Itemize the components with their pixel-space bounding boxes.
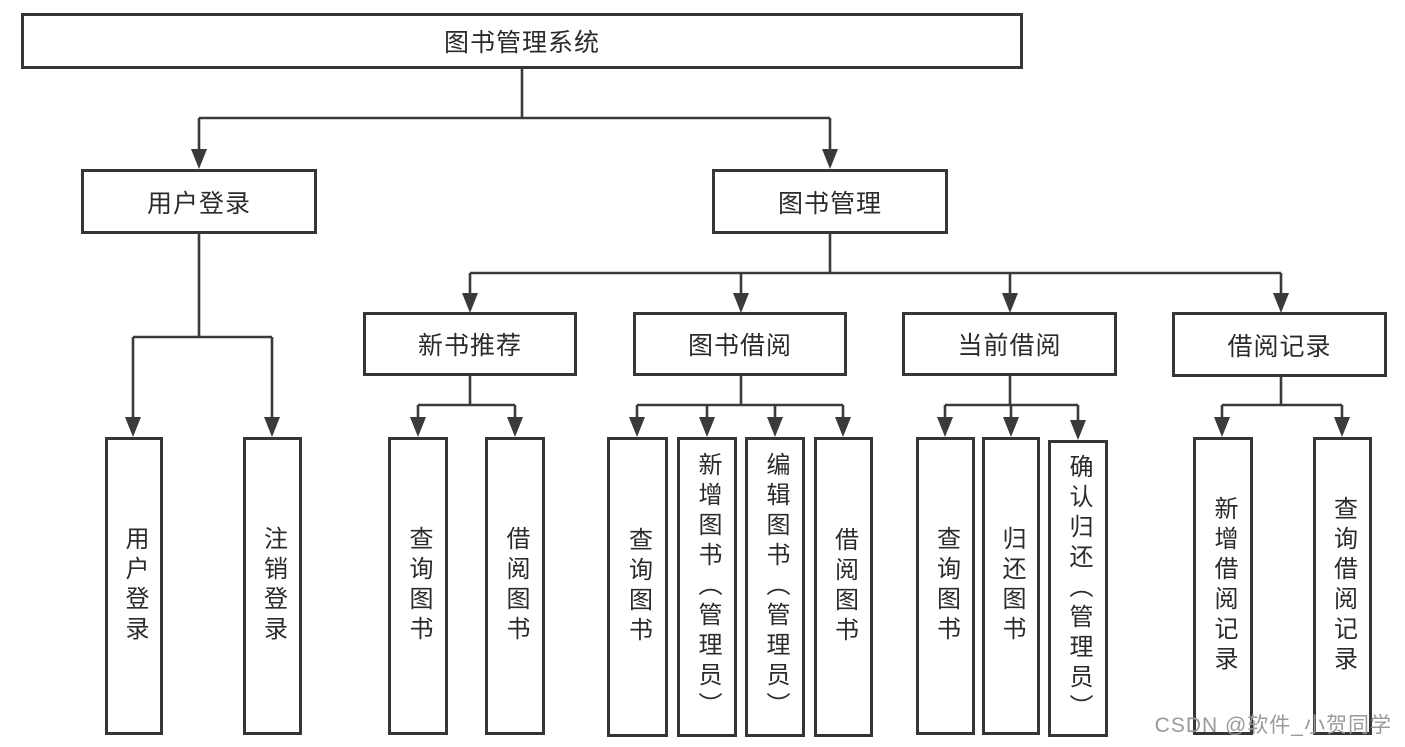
arrowhead	[1334, 417, 1350, 437]
node-leaf-borrow-edit-admin-label: 编辑图书（管理员）	[762, 452, 789, 722]
connector-root-to-level2	[197, 69, 832, 152]
node-leaf-borrow-add-admin-label: 新增图书（管理员）	[694, 452, 721, 722]
connector-user-login-to-leaves	[131, 234, 274, 420]
node-book-management: 图书管理	[712, 169, 948, 234]
node-book-borrow-label: 图书借阅	[687, 332, 792, 360]
connector-book-borrow-to-leaves	[635, 376, 845, 420]
node-borrow-records-label: 借阅记录	[1227, 332, 1332, 361]
node-leaf-user-login-label: 用户登录	[121, 526, 148, 646]
node-leaf-newbooks-query: 查询图书	[388, 437, 448, 735]
node-leaf-current-confirm-admin-label: 确认归还（管理员）	[1065, 453, 1092, 724]
node-leaf-records-add-label: 新增借阅记录	[1210, 496, 1237, 676]
arrowhead	[125, 417, 141, 437]
node-leaf-current-confirm-admin: 确认归还（管理员）	[1048, 440, 1108, 737]
node-leaf-borrow-add-admin: 新增图书（管理员）	[677, 437, 737, 737]
node-book-management-label: 图书管理	[777, 189, 882, 218]
arrowhead	[699, 417, 715, 437]
node-leaf-borrow-edit-admin: 编辑图书（管理员）	[745, 437, 805, 737]
arrowhead	[191, 149, 207, 169]
node-leaf-current-query-label: 查询图书	[932, 526, 960, 646]
arrowhead	[410, 417, 426, 437]
connector-current-borrow-to-leaves	[943, 376, 1080, 423]
arrowhead	[1214, 417, 1230, 437]
node-library-system: 图书管理系统	[21, 13, 1023, 69]
node-user-login-label: 用户登录	[146, 189, 251, 218]
node-leaf-borrow-query-label: 查询图书	[624, 527, 652, 647]
node-leaf-records-add: 新增借阅记录	[1193, 437, 1253, 735]
node-leaf-newbooks-borrow: 借阅图书	[485, 437, 545, 735]
arrowhead	[462, 293, 478, 313]
csdn-watermark: CSDN @软件_小贺同学	[1154, 714, 1392, 737]
arrowhead	[767, 417, 783, 437]
arrowhead	[1003, 417, 1019, 437]
node-leaf-newbooks-borrow-label: 借阅图书	[502, 526, 529, 646]
arrowhead	[733, 293, 749, 313]
arrowhead	[822, 149, 838, 169]
node-leaf-logout: 注销登录	[243, 437, 302, 735]
node-leaf-borrow-borrow: 借阅图书	[814, 437, 873, 737]
node-borrow-records: 借阅记录	[1172, 312, 1387, 377]
arrowhead	[264, 417, 280, 437]
node-leaf-current-return-label: 归还图书	[998, 526, 1025, 646]
arrowhead	[629, 417, 645, 437]
arrowheads	[125, 149, 1350, 440]
arrowhead	[1273, 293, 1289, 313]
arrowhead	[937, 417, 953, 437]
node-leaf-logout-label: 注销登录	[259, 526, 287, 646]
node-new-books: 新书推荐	[363, 312, 577, 376]
node-leaf-records-query-label: 查询借阅记录	[1329, 496, 1357, 676]
node-leaf-newbooks-query-label: 查询图书	[405, 526, 432, 646]
connector-new-books-to-leaves	[416, 376, 517, 420]
node-leaf-borrow-borrow-label: 借阅图书	[830, 527, 858, 647]
connector-paths	[131, 69, 1344, 423]
node-current-borrow: 当前借阅	[902, 312, 1117, 376]
node-leaf-records-query: 查询借阅记录	[1313, 437, 1372, 735]
node-new-books-label: 新书推荐	[417, 332, 522, 360]
node-current-borrow-label: 当前借阅	[957, 332, 1062, 360]
arrowhead	[1070, 420, 1086, 440]
node-leaf-current-query: 查询图书	[916, 437, 975, 735]
arrowhead	[1002, 293, 1018, 313]
node-leaf-user-login: 用户登录	[105, 437, 163, 735]
node-library-system-label: 图书管理系统	[443, 29, 600, 57]
connector-borrow-records-to-leaves	[1220, 377, 1344, 420]
node-leaf-borrow-query: 查询图书	[607, 437, 668, 737]
node-leaf-current-return: 归还图书	[982, 437, 1040, 735]
node-book-borrow: 图书借阅	[633, 312, 847, 376]
connector-book-management-to-level3	[468, 234, 1283, 296]
arrowhead	[835, 417, 851, 437]
node-user-login: 用户登录	[81, 169, 317, 234]
arrowhead	[507, 417, 523, 437]
